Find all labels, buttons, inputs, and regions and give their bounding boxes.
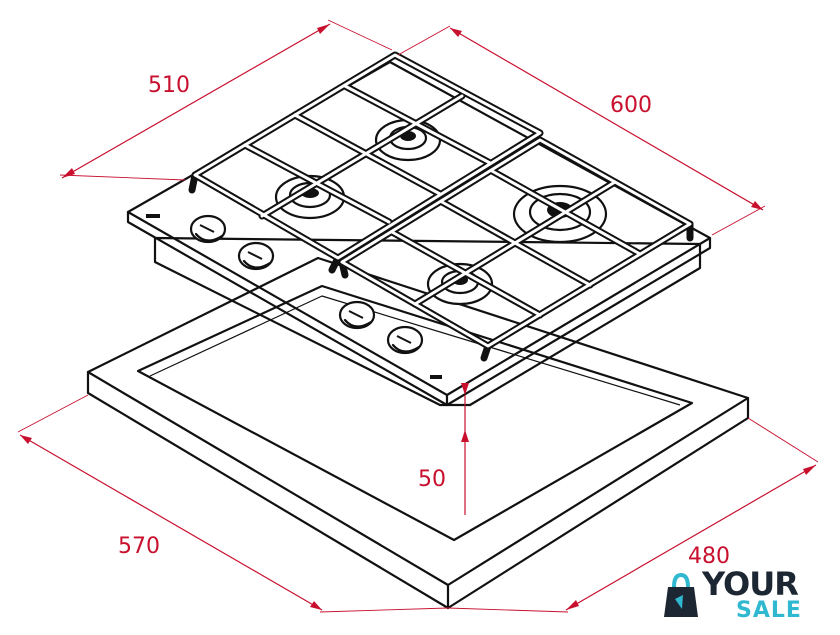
knob [338, 300, 376, 330]
watermark-logo: YOUR SALE [658, 565, 818, 627]
brand-mark [430, 375, 442, 379]
countertop-cutout [86, 256, 750, 610]
control-knobs [189, 214, 424, 355]
dimension-label-height: 50 [418, 467, 446, 492]
dimension-lines [17, 19, 819, 613]
knob [386, 325, 424, 355]
dimension-label-cutout-depth: 480 [688, 544, 730, 569]
knob [237, 241, 275, 271]
grate-right [338, 136, 694, 362]
shopping-bag-icon [664, 572, 698, 617]
dimension-label-width: 510 [148, 73, 190, 98]
logo-word-sale: SALE [736, 598, 802, 623]
brand-mark [146, 214, 160, 218]
dimension-label-cutout-width: 570 [118, 534, 160, 559]
dimension-label-depth: 600 [610, 93, 652, 118]
grate-left [188, 51, 544, 274]
pan-supports [188, 51, 694, 362]
knob [189, 214, 227, 244]
logo-word-your: YOUR [702, 565, 799, 603]
